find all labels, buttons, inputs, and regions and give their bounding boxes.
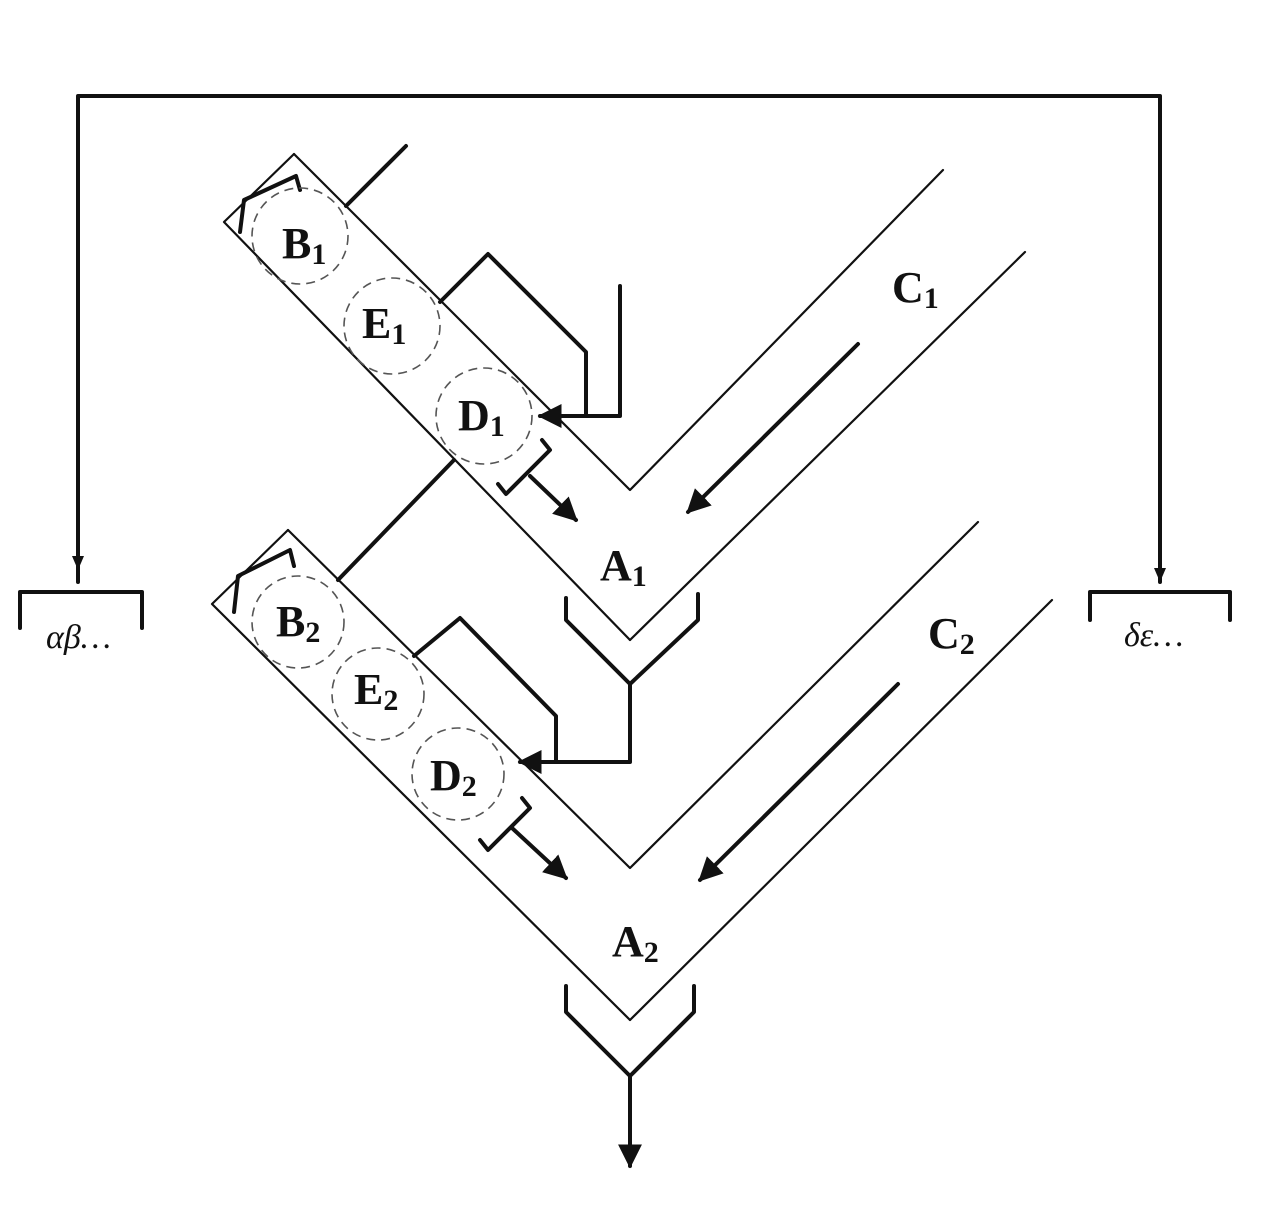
label-a2: A2 — [612, 917, 659, 969]
flow-arrow-c2 — [698, 682, 900, 882]
feedback-loop — [72, 94, 1166, 584]
module-e1-circle — [343, 277, 441, 375]
label-c2: C2 — [928, 609, 975, 661]
module-b1-circle — [251, 187, 349, 285]
bypass-loop-1 — [438, 252, 588, 418]
output-box-right — [1088, 590, 1232, 622]
label-e2: E2 — [354, 665, 398, 717]
label-d1: D1 — [458, 391, 505, 443]
label-c1: C1 — [892, 263, 939, 315]
collector-cup-2 — [564, 984, 696, 1078]
output-label-left: αβ… — [46, 619, 111, 656]
stage-1-channel — [222, 152, 1027, 642]
flow-arrow-c1 — [686, 342, 860, 514]
bypass-loop-2 — [412, 616, 558, 764]
output-box-left — [18, 590, 144, 630]
label-d2: D2 — [430, 751, 477, 803]
module-d1-circle — [435, 367, 533, 465]
stage-2-channel — [210, 520, 1054, 1022]
link-d1-b2 — [336, 458, 456, 582]
module-e2-circle — [331, 647, 425, 741]
label-b1: B1 — [282, 219, 326, 271]
output-label-right: δε… — [1124, 617, 1183, 654]
label-b2: B2 — [276, 597, 320, 649]
module-d2-circle — [411, 727, 505, 821]
label-e1: E1 — [362, 299, 406, 351]
module-b2-circle — [251, 575, 345, 669]
label-a1: A1 — [600, 541, 647, 593]
feed-arrow-1 — [344, 144, 408, 208]
